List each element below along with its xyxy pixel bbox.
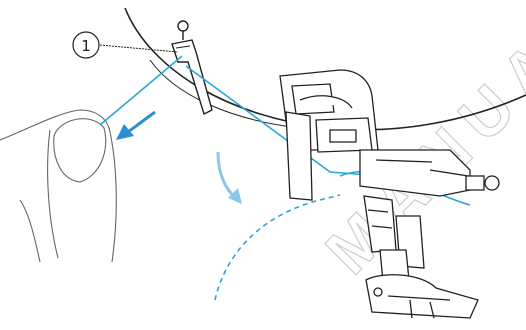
curve-arrow bbox=[218, 152, 242, 204]
dashed-thread-path bbox=[215, 195, 340, 300]
thread-to-hand bbox=[100, 56, 182, 125]
callout-number: 1 bbox=[81, 37, 91, 55]
callout-1: 1 bbox=[73, 32, 178, 58]
callout-leader bbox=[100, 45, 178, 52]
thread-guide bbox=[172, 21, 212, 114]
hand-thumb bbox=[0, 110, 116, 262]
pull-arrow bbox=[116, 112, 155, 140]
